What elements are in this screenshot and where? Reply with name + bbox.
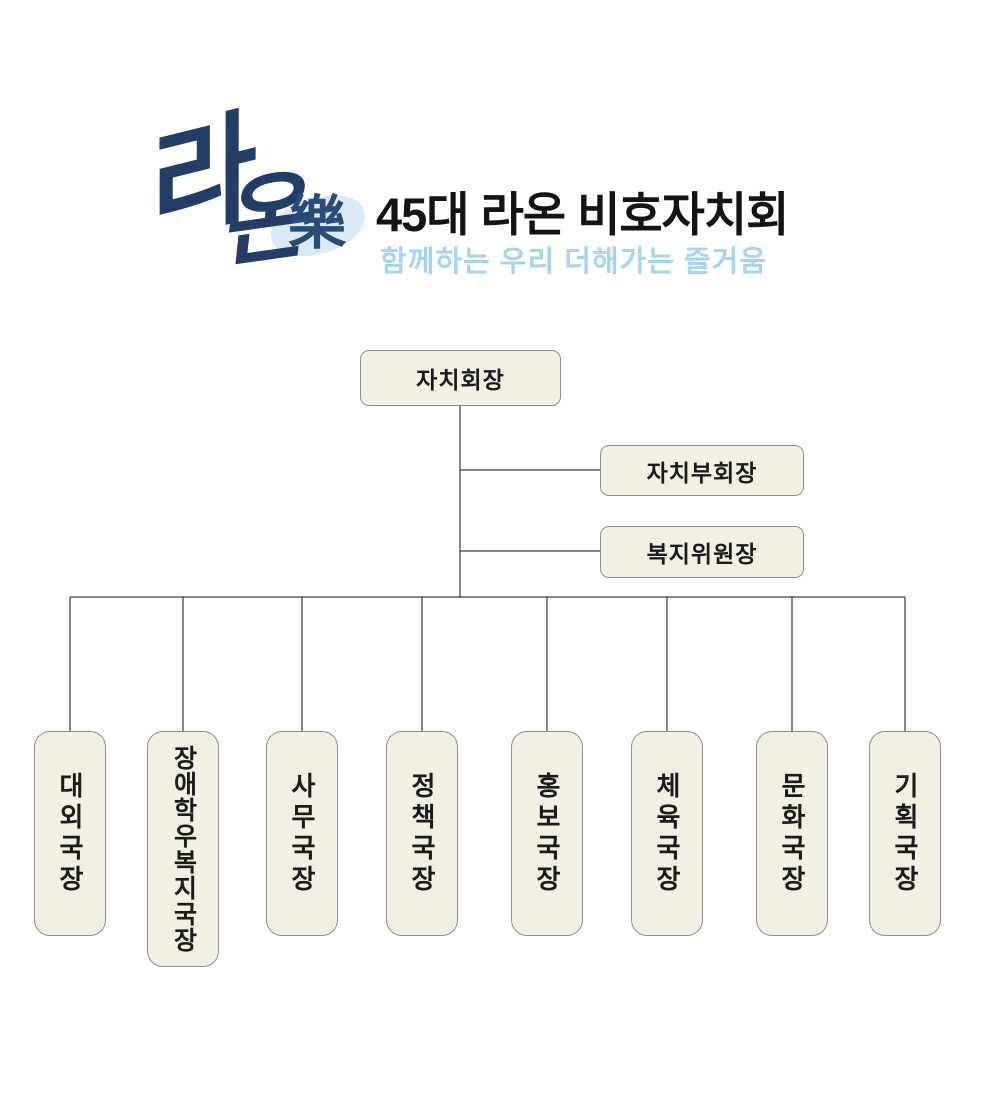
dept-box-disabled-student-welfare: 장애학우복지국장	[147, 731, 219, 967]
president-box: 자치회장	[360, 350, 561, 406]
vice-president-box: 자치부회장	[600, 445, 804, 496]
dept-box-sports: 체육국장	[631, 731, 703, 936]
president-label: 자치회장	[416, 367, 505, 393]
dept-box-culture: 문화국장	[756, 731, 828, 936]
welfare-chair-box: 복지위원장	[600, 526, 804, 578]
page-title: 45대 라온 비호자치회	[376, 188, 789, 241]
dept-label: 홍보국장	[532, 771, 562, 896]
dept-label: 기획국장	[890, 771, 920, 896]
dept-label: 대외국장	[55, 771, 85, 896]
dept-box-external-affairs: 대외국장	[34, 731, 106, 936]
page-subtitle: 함께하는 우리 더해가는 즐거움	[380, 246, 768, 278]
dept-label: 정책국장	[407, 771, 437, 896]
dept-label: 체육국장	[652, 771, 682, 896]
logo-hanja-character: 樂	[288, 189, 347, 257]
dept-box-secretariat: 사무국장	[266, 731, 338, 936]
dept-label: 장애학우복지국장	[169, 745, 198, 953]
dept-label: 사무국장	[287, 771, 317, 896]
welfare-chair-label: 복지위원장	[646, 541, 758, 567]
dept-box-policy: 정책국장	[386, 731, 458, 936]
dept-box-planning: 기획국장	[869, 731, 941, 936]
vice-president-label: 자치부회장	[646, 459, 758, 486]
dept-box-public-relations: 홍보국장	[511, 731, 583, 936]
raon-logo: 라 온 樂	[125, 98, 380, 300]
dept-label: 문화국장	[777, 771, 807, 896]
